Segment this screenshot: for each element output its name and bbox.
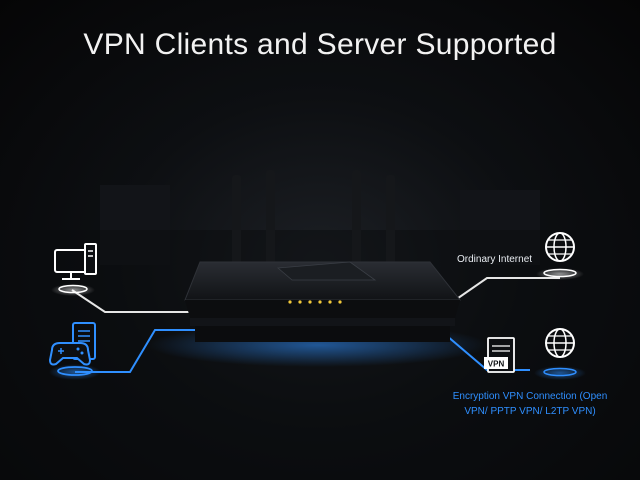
encryption-vpn-label: Encryption VPN Connection (Open VPN/ PPT… xyxy=(425,389,635,419)
encryption-vpn-label-line2: VPN/ PPTP VPN/ L2TP VPN) xyxy=(464,406,596,417)
router-leds xyxy=(288,300,342,304)
ordinary-internet-label: Ordinary Internet xyxy=(457,254,533,265)
vpn-server-icon: VPN xyxy=(484,337,515,373)
globe-icon xyxy=(536,232,584,280)
router-image xyxy=(184,170,462,342)
vpn-badge-label: VPN xyxy=(488,360,505,369)
headline: VPN Clients and Server Supported xyxy=(83,28,557,61)
game-console-icon xyxy=(48,322,101,380)
globe-icon xyxy=(534,328,586,380)
encryption-vpn-label-line1: Encryption VPN Connection (Open xyxy=(452,391,608,402)
desktop-computer-icon xyxy=(51,243,97,296)
